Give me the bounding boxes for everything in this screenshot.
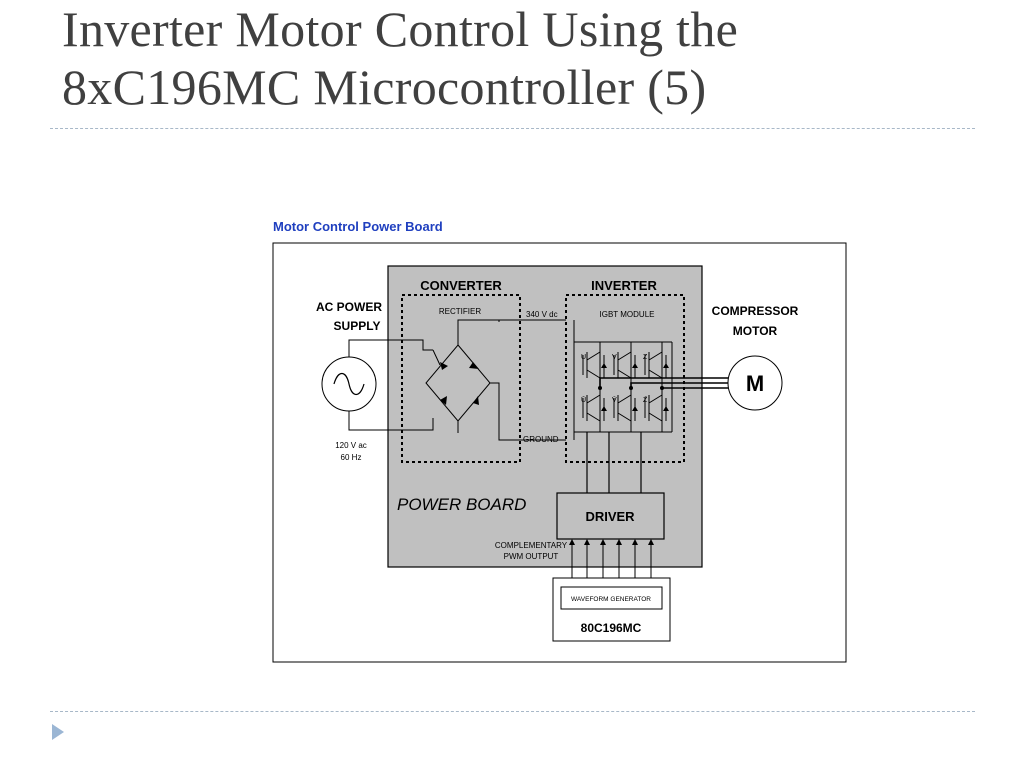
- driver-box: [556, 492, 665, 540]
- title-divider: [50, 128, 975, 129]
- motor-symbol: [727, 355, 783, 411]
- bullet-arrow-icon: [52, 724, 64, 740]
- figure-caption: Motor Control Power Board: [273, 219, 443, 234]
- slide-title: Inverter Motor Control Using the 8xC196M…: [62, 0, 982, 116]
- igbt-module-label: IGBT MODULE: [600, 310, 655, 319]
- ac-supply-label-1: AC POWER: [316, 300, 382, 314]
- igbt-u-low: [582, 388, 605, 432]
- slide-title-line1: Inverter Motor Control Using the: [62, 1, 739, 57]
- phase-label-z: Z: [643, 354, 648, 361]
- footer-divider: [50, 711, 975, 712]
- igbt-diodes: [601, 363, 669, 411]
- inverter-bus: [573, 320, 673, 440]
- motor-m-letter: M: [746, 371, 764, 396]
- motor-label-2: MOTOR: [733, 324, 778, 338]
- phase-label-v: V: [612, 354, 617, 361]
- phase-label-v-low: V̄: [612, 396, 617, 404]
- igbt-v-high: [613, 342, 636, 388]
- pwm-label-1: COMPLEMENTARY: [495, 541, 568, 550]
- phase-label-z-low: Z̄: [643, 396, 648, 404]
- ac-wires: [348, 339, 434, 431]
- waveform-generator-box: [560, 586, 663, 610]
- ac-supply-label-2: SUPPLY: [334, 319, 381, 333]
- motor-label-1: COMPRESSOR: [712, 304, 799, 318]
- pwm-signal-lines: [571, 545, 652, 578]
- inverter-box: [565, 294, 685, 463]
- dc-voltage-label: 340 V dc: [526, 310, 558, 319]
- phase-label-u-low: Ū: [581, 396, 586, 404]
- converter-box: [401, 294, 521, 463]
- igbt-switches: [582, 342, 667, 432]
- rectifier-diodes: [440, 362, 479, 405]
- phase-junction-dots: [598, 386, 664, 390]
- ac-rating-1: 120 V ac: [335, 441, 367, 450]
- phase-label-u: U: [581, 354, 586, 361]
- rectifier-label: RECTIFIER: [439, 307, 481, 316]
- converter-label: CONVERTER: [420, 278, 502, 293]
- pwm-arrowheads: [569, 539, 654, 545]
- waveform-generator-label: WAVEFORM GENERATOR: [571, 596, 651, 603]
- mcu-chip-label: 80C196MC: [581, 621, 642, 635]
- bridge-rectifier: [425, 319, 566, 441]
- driver-gate-lines: [586, 432, 642, 493]
- inverter-label: INVERTER: [591, 278, 657, 293]
- ac-rating-2: 60 Hz: [341, 453, 362, 462]
- slide-title-line2: 8xC196MC Microcontroller (5): [62, 59, 707, 115]
- pwm-label-2: PWM OUTPUT: [504, 552, 559, 561]
- driver-label: DRIVER: [585, 509, 635, 524]
- igbt-z-low: [644, 388, 667, 432]
- power-board-label: POWER BOARD: [397, 495, 526, 514]
- sine-wave-icon: [333, 372, 365, 396]
